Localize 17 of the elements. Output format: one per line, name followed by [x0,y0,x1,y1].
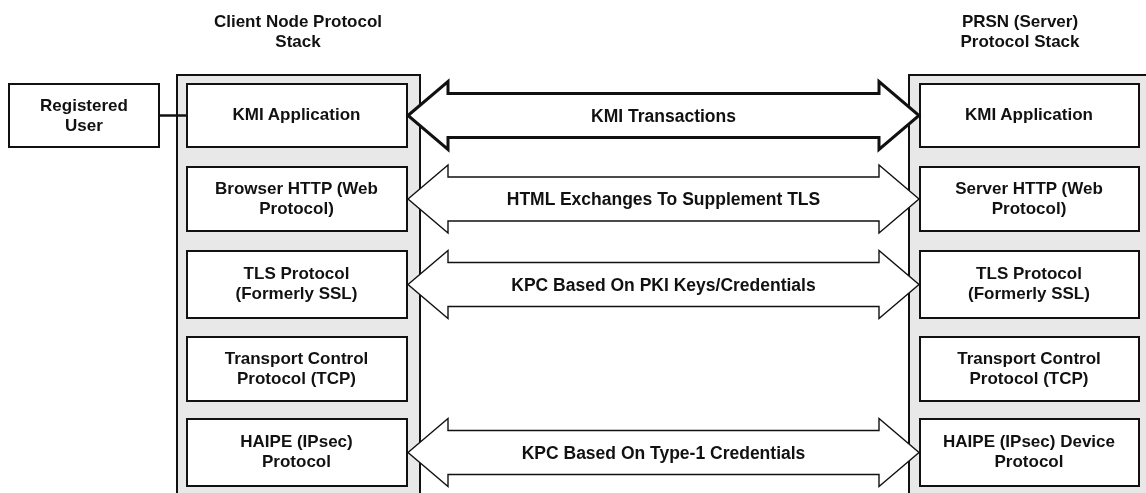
protocol-layer-box: Server HTTP (Web Protocol) [918,165,1140,232]
stack-heading: Client Node Protocol Stack [212,12,384,52]
protocol-stack-panel [176,74,421,493]
protocol-layer-box: HAIPE (IPsec) Protocol [185,417,408,487]
user-box: Registered User [8,83,160,148]
protocol-layer-box: KMI Application [185,82,408,148]
protocol-layer-box: Transport Control Protocol (TCP) [918,335,1140,402]
stack-heading: PRSN (Server) Protocol Stack [959,12,1081,52]
protocol-layer-box: KMI Application [918,82,1140,148]
protocol-layer-box: TLS Protocol (Formerly SSL) [185,249,408,319]
protocol-stack-panel [908,74,1146,493]
double-arrow [405,78,922,153]
protocol-layer-box: HAIPE (IPsec) Device Protocol [918,417,1140,487]
protocol-layer-box: Browser HTTP (Web Protocol) [185,165,408,232]
protocol-layer-box: Transport Control Protocol (TCP) [185,335,408,402]
protocol-layer-box: TLS Protocol (Formerly SSL) [918,249,1140,319]
connector-line [160,114,186,117]
